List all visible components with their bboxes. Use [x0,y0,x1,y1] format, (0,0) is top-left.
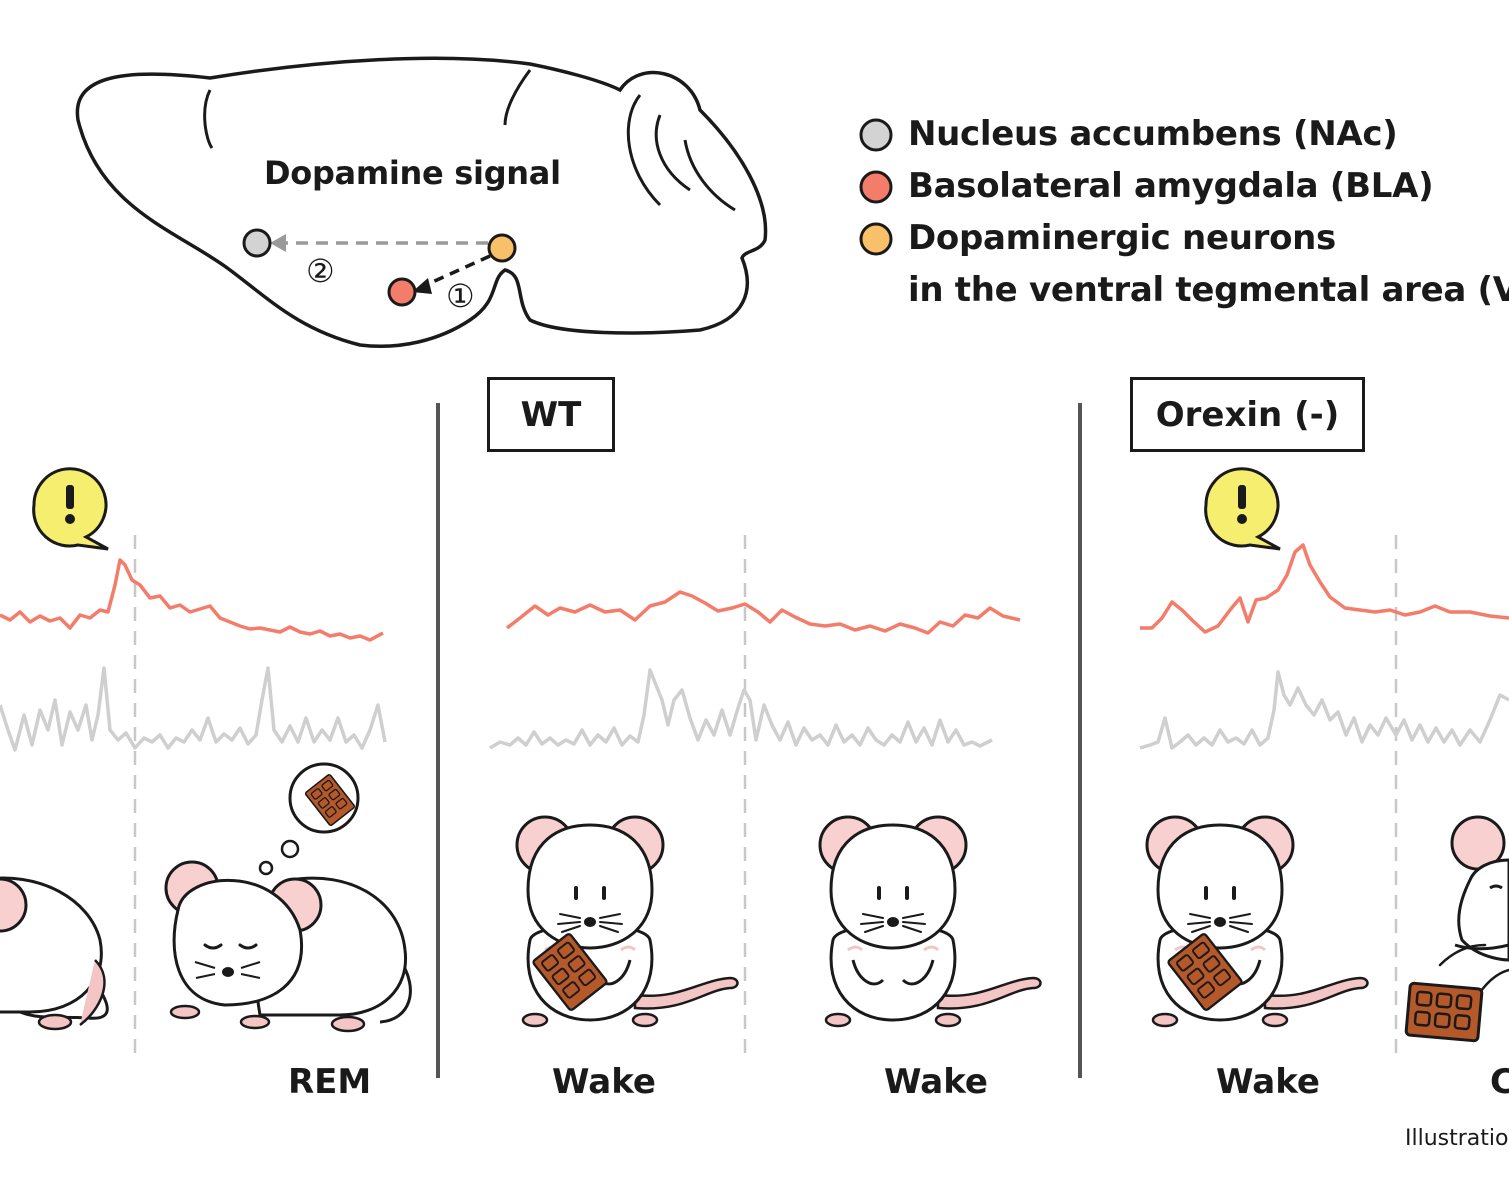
nac-node [242,228,272,258]
mouse-collapsing-orexin [1404,815,1509,1043]
legend-nac: Nucleus accumbens (NAc) [908,114,1398,154]
nac-trace-wt [489,668,993,750]
arrowhead-bla [412,278,432,294]
step-1-marker: ① [446,277,475,315]
group-label-orexin: Orexin (-) [1130,377,1365,452]
legend-dot-vta [859,222,893,256]
legend-bla: Basolateral amygdala (BLA) [908,166,1434,206]
bla-trace-left [0,558,384,642]
mouse-sleeping-left [0,876,109,1031]
mouse-awake-wt [818,815,1043,1028]
state-label-wt-wake-1: Wake [552,1062,656,1102]
group-label-wt: WT [487,377,615,452]
mouse-sleeping-rem [164,762,412,1033]
legend-dot-nac [859,118,893,152]
nac-trace-orexin [1139,670,1509,750]
brain-outline [75,56,768,349]
mouse-eating-orexin [1145,815,1370,1028]
state-label-orexin-wake: Wake [1216,1062,1320,1102]
bla-trace-orexin [1140,543,1509,634]
nac-trace-left [0,666,387,752]
pathway-arrow-bla [427,254,491,286]
illustration-credit: Illustration [1405,1126,1509,1151]
alert-bubble-left [32,467,110,551]
legend-vta: Dopaminergic neurons [908,218,1336,258]
alert-bubble-orexin [1204,467,1282,551]
arrowhead-nac [270,234,286,252]
bla-node [387,277,417,307]
vta-node [487,233,517,263]
state-label-wt-wake-2: Wake [884,1062,988,1102]
step-2-marker: ② [306,252,335,290]
bla-trace-wt [505,590,1021,635]
legend-vta-continued: in the ventral tegmental area (VTA- [908,270,1509,310]
mouse-eating-wt [515,815,740,1028]
state-label-rem: REM [288,1062,372,1102]
state-label-orexin-partial: C [1490,1062,1509,1102]
brain-title: Dopamine signal [264,154,561,192]
legend-dot-bla [859,170,893,204]
